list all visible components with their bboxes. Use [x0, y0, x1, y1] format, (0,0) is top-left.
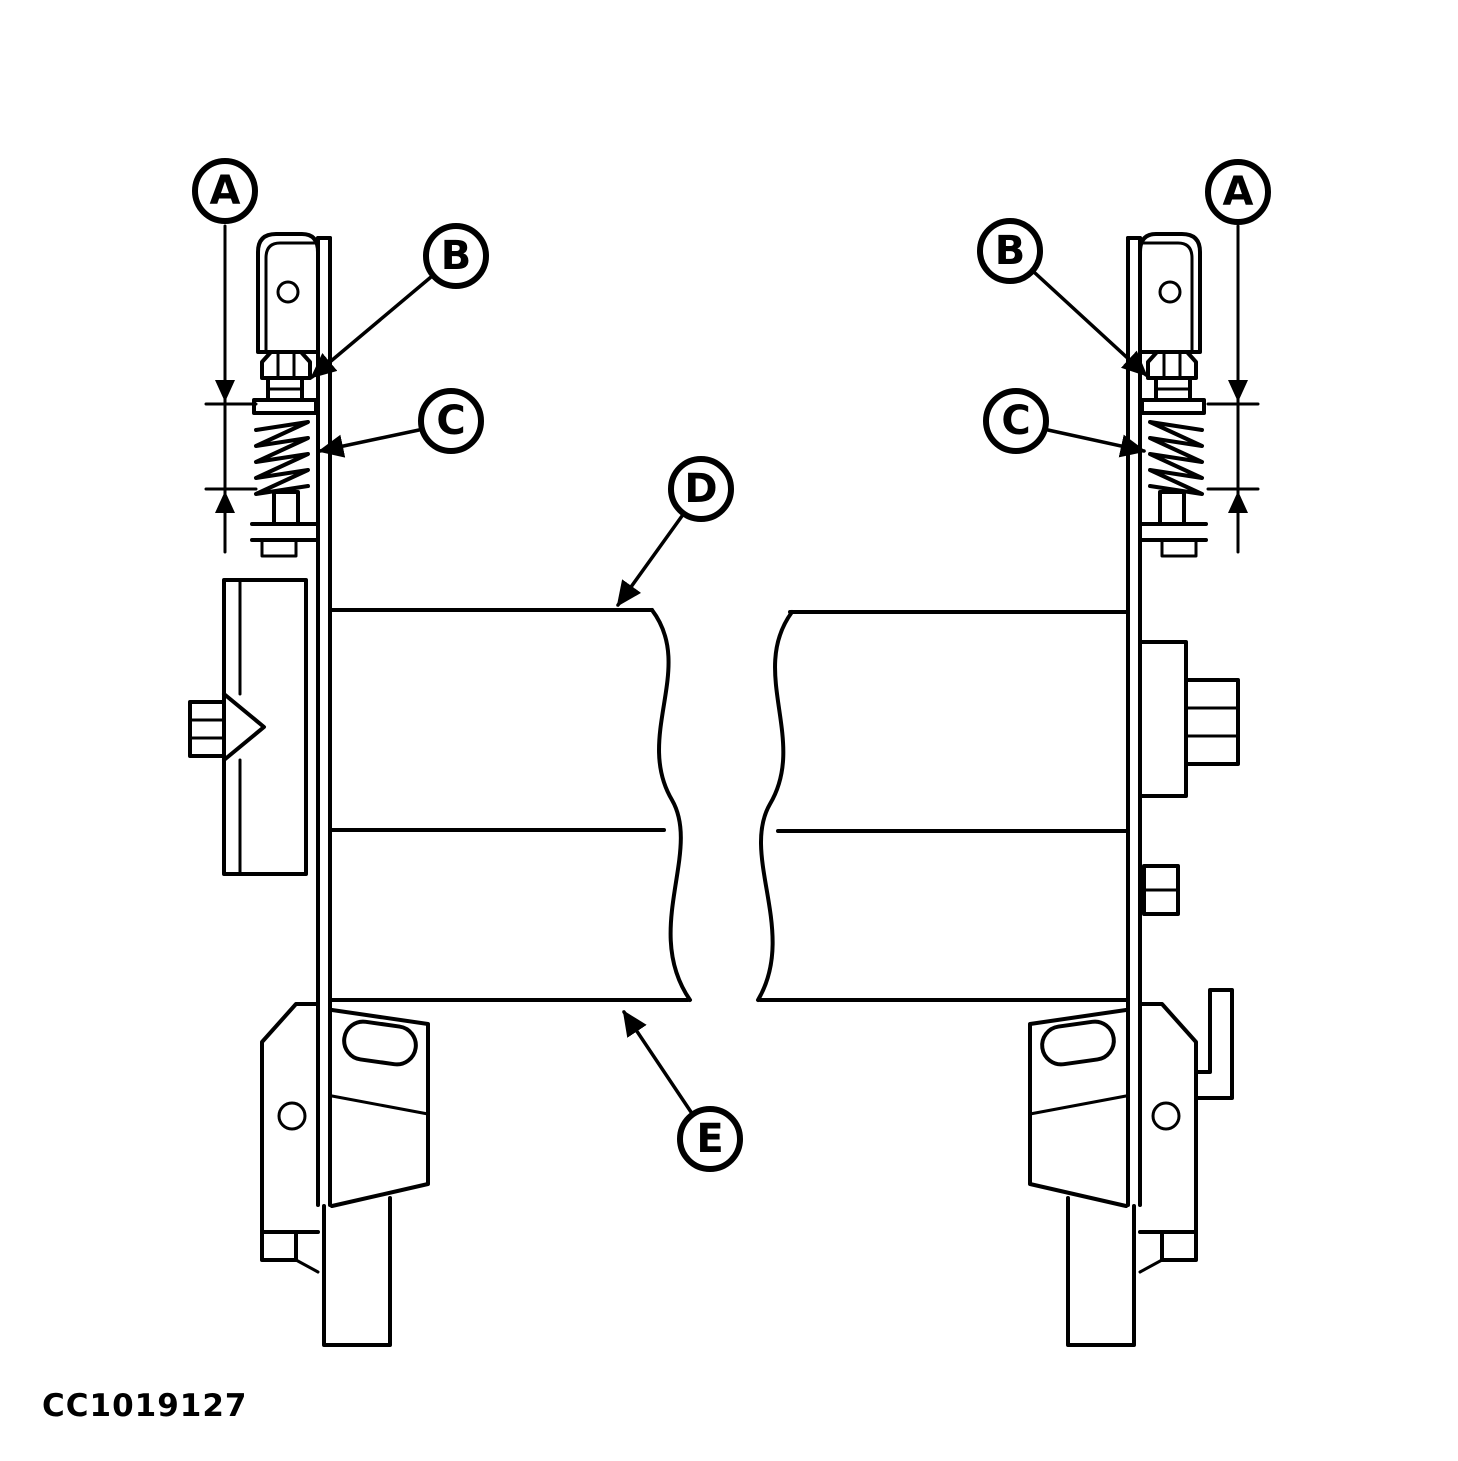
callout-e: E: [677, 1106, 743, 1172]
part-code: CC1019127: [42, 1388, 248, 1424]
right-mounting-bracket: [1028, 988, 1234, 1347]
left-frame-plate: [316, 236, 332, 1207]
right-tension-spring: [1138, 420, 1208, 558]
pulley: [188, 578, 308, 876]
left-adjuster-bolt: [252, 350, 318, 415]
break-lines: [650, 608, 794, 1002]
callout-a-left: A: [192, 158, 258, 224]
roller-drum: [328, 608, 1130, 1002]
right-shaft-hub: [1138, 640, 1240, 916]
left-mounting-bracket: [260, 1002, 430, 1347]
callout-leader-arrows: [310, 271, 1148, 1114]
dimension-a-right: [1206, 224, 1260, 554]
right-upper-bracket: [1138, 232, 1202, 354]
callout-d: D: [668, 456, 734, 522]
left-tension-spring: [250, 420, 320, 558]
callout-c-left: C: [418, 388, 484, 454]
callout-b-left: B: [423, 223, 489, 289]
callout-b-right: B: [977, 218, 1043, 284]
dimension-a-left: [204, 224, 258, 554]
right-adjuster-bolt: [1140, 350, 1206, 415]
callout-a-right: A: [1205, 159, 1271, 225]
left-upper-bracket: [256, 232, 320, 354]
callout-c-right: C: [983, 388, 1049, 454]
